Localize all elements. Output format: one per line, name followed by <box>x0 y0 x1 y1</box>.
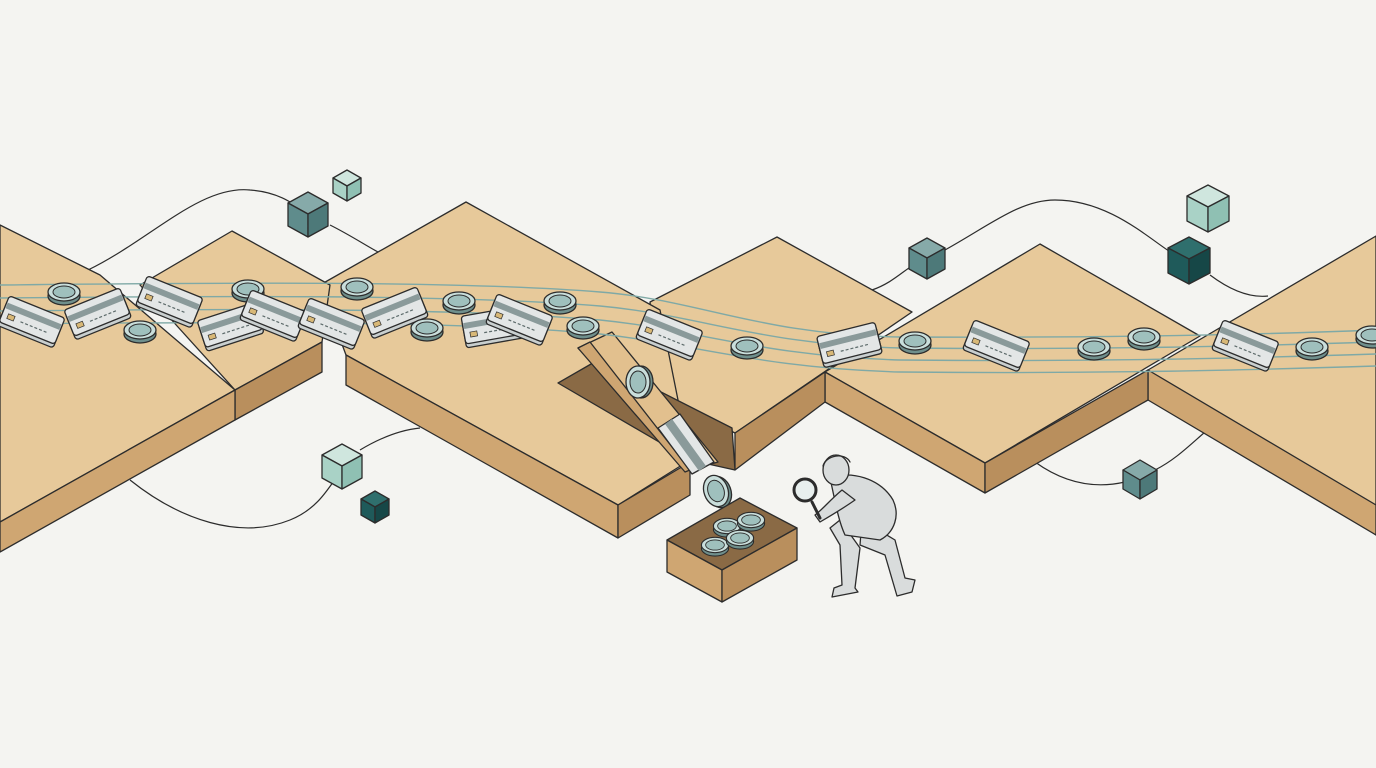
person-icon <box>792 454 916 598</box>
coin-icon <box>1355 325 1376 349</box>
coin-icon <box>625 365 654 399</box>
coin-icon <box>725 529 755 550</box>
coin-icon <box>123 320 157 344</box>
coin-icon <box>566 316 600 340</box>
coin-icon <box>730 336 764 360</box>
cube-icon <box>287 191 329 238</box>
coin-icon <box>1295 337 1329 361</box>
cube-icon <box>321 443 363 490</box>
floating-cubes <box>287 169 1230 524</box>
cube-icon <box>332 169 362 202</box>
box-icon <box>666 497 798 603</box>
coin-icon <box>1127 327 1161 351</box>
coin-icon <box>340 277 374 301</box>
coin-icon <box>702 474 733 509</box>
credit-card-icon <box>657 413 715 475</box>
coin-icon <box>736 511 766 532</box>
cube-icon <box>908 237 946 280</box>
cube-icon <box>1122 459 1158 500</box>
coin-icon <box>898 331 932 355</box>
cube-icon <box>360 490 390 524</box>
leaking-items <box>625 365 733 509</box>
magnifying-glass-icon <box>792 477 822 520</box>
coin-icon <box>543 291 577 315</box>
platform-3 <box>649 236 913 471</box>
coin-icon <box>410 318 444 342</box>
cube-icon <box>1167 236 1211 285</box>
coin-icon <box>47 282 81 306</box>
cube-icon <box>1186 184 1230 233</box>
coin-icon <box>442 291 476 315</box>
coin-icon <box>700 536 730 557</box>
coin-icon <box>1077 337 1111 361</box>
